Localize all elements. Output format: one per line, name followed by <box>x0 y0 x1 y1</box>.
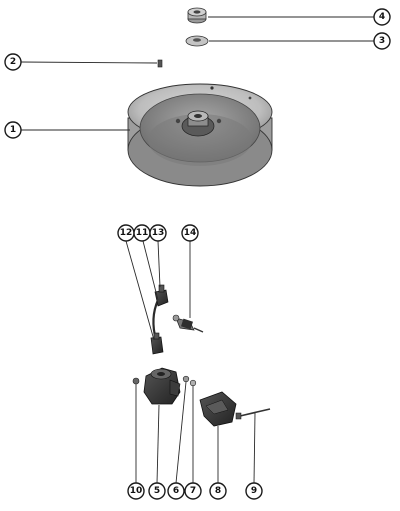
callout-9: 9 <box>245 482 263 500</box>
leader-lines <box>20 16 374 484</box>
coil-housing-part <box>143 367 181 405</box>
svg-text:2: 2 <box>10 57 16 67</box>
callout-10: 10 <box>127 482 145 500</box>
callout-7: 7 <box>184 482 202 500</box>
callout-4: 4 <box>373 8 391 26</box>
leader-2 <box>20 61 158 64</box>
svg-text:13: 13 <box>152 228 165 238</box>
callout-14: 14 <box>181 224 199 242</box>
leader-9 <box>253 412 256 484</box>
screw-part <box>235 408 271 420</box>
washer-part <box>185 35 209 47</box>
leader-13 <box>157 240 161 288</box>
flywheel-part <box>127 83 273 187</box>
svg-text:7: 7 <box>190 486 196 496</box>
callout-1: 1 <box>4 121 22 139</box>
leader-12 <box>125 240 155 341</box>
callout-2: 2 <box>4 53 22 71</box>
svg-text:8: 8 <box>215 486 221 496</box>
spark-plug-lead-part <box>150 284 169 355</box>
key-part <box>157 59 163 68</box>
ball-part <box>132 377 140 385</box>
callout-8: 8 <box>209 482 227 500</box>
svg-text:10: 10 <box>130 486 143 496</box>
svg-text:14: 14 <box>184 228 197 238</box>
callout-12: 12 <box>117 224 135 242</box>
small-washer-part <box>189 379 197 387</box>
svg-text:5: 5 <box>154 486 160 496</box>
svg-text:6: 6 <box>173 486 179 496</box>
svg-text:4: 4 <box>379 12 385 22</box>
nut-part <box>187 7 207 24</box>
svg-text:9: 9 <box>251 486 257 496</box>
callout-11: 11 <box>133 224 151 242</box>
leader-6 <box>175 381 187 484</box>
cover-part <box>199 391 237 427</box>
svg-text:12: 12 <box>120 228 133 238</box>
svg-text:3: 3 <box>379 36 385 46</box>
svg-text:1: 1 <box>10 125 16 135</box>
connector-part <box>172 314 204 333</box>
leader-11 <box>142 240 159 301</box>
callout-6: 6 <box>167 482 185 500</box>
callout-13: 13 <box>149 224 167 242</box>
callout-3: 3 <box>373 32 391 50</box>
callouts: 4 3 2 1 12 11 13 14 <box>4 8 391 500</box>
leader-5 <box>156 404 160 484</box>
spring-part <box>182 375 190 383</box>
svg-text:11: 11 <box>136 228 149 238</box>
callout-5: 5 <box>148 482 166 500</box>
